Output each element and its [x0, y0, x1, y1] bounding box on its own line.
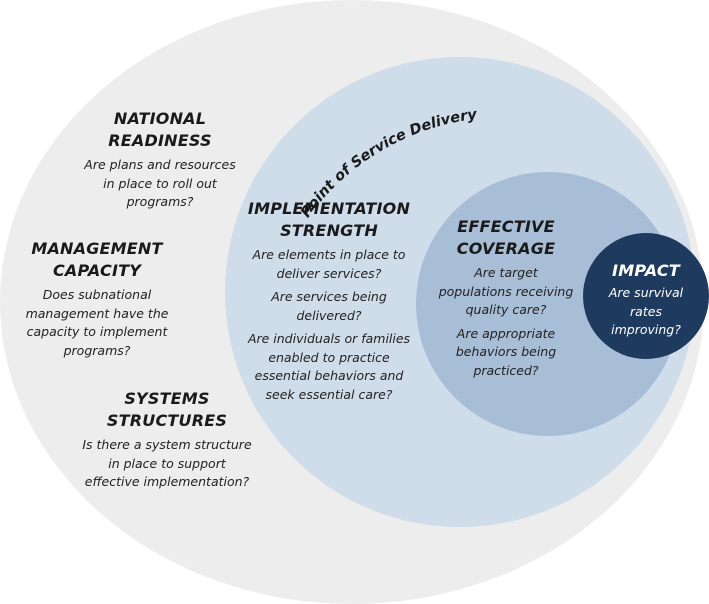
effective-coverage-block: EFFECTIVE COVERAGE Are target population… — [432, 216, 580, 380]
management-capacity-title: MANAGEMENT CAPACITY — [31, 239, 163, 280]
implementation-strength-title: IMPLEMENTATION STRENGTH — [247, 199, 411, 240]
effective-coverage-question-target: Are target populations receiving quality… — [438, 265, 574, 317]
management-capacity-block: MANAGEMENT CAPACITY Does subnational man… — [8, 238, 186, 360]
impact-title: IMPACT — [612, 261, 680, 280]
impact-circle — [583, 233, 709, 359]
national-readiness-block: NATIONAL READINESS Are plans and resourc… — [70, 108, 250, 212]
effective-coverage-question-behaviors: Are appropriate behaviors being practice… — [455, 325, 557, 378]
effective-coverage-circle — [416, 172, 680, 436]
systems-structures-block: SYSTEMS STRUCTURES Is there a system str… — [76, 388, 258, 492]
impact-question: Are survival rates improving? — [608, 285, 684, 337]
implementation-question-elements: Are elements in place to deliver service… — [252, 247, 406, 281]
national-readiness-question: Are plans and resources in place to roll… — [84, 157, 236, 209]
implementation-question-individuals: Are individuals or families enabled to p… — [247, 331, 411, 402]
implementation-question-services: Are services being delivered? — [271, 289, 387, 323]
national-readiness-title: NATIONAL READINESS — [108, 109, 212, 150]
systems-structures-question: Is there a system structure in place to … — [82, 437, 252, 489]
management-capacity-question: Does subnational management have the cap… — [25, 287, 169, 358]
effective-coverage-title: EFFECTIVE COVERAGE — [456, 217, 556, 258]
implementation-strength-block: IMPLEMENTATION STRENGTH Are elements in … — [238, 198, 420, 404]
systems-structures-title: SYSTEMS STRUCTURES — [106, 389, 228, 430]
impact-block: IMPACT Are survival rates improving? — [596, 260, 696, 340]
